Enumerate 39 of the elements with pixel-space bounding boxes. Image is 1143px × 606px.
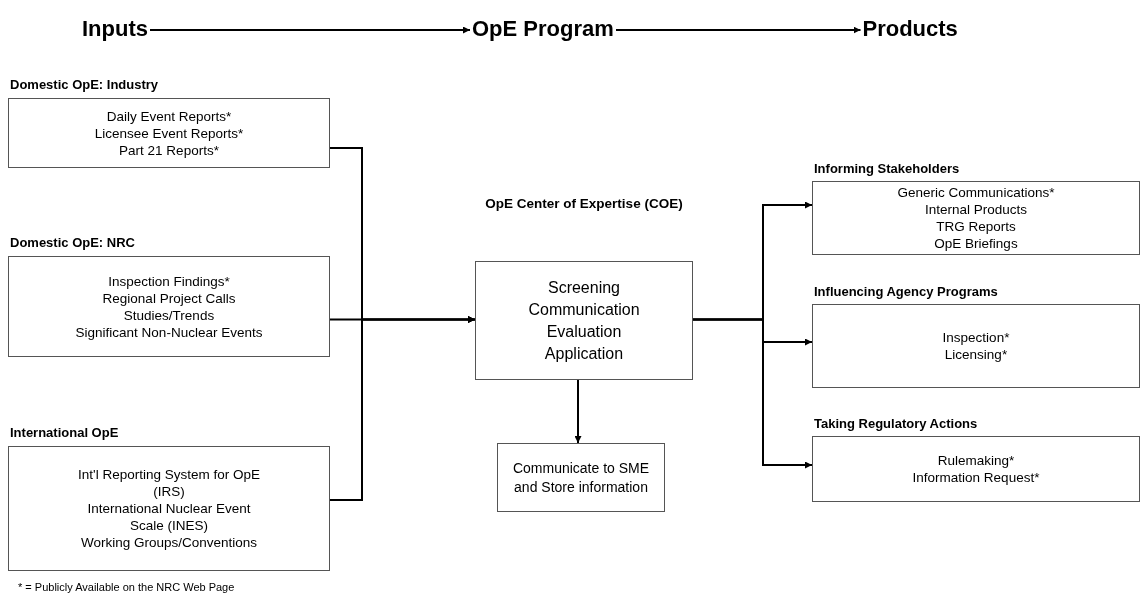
list-item: Inspection* <box>942 329 1010 346</box>
arrow <box>615 26 862 34</box>
list-item: TRG Reports <box>936 218 1016 235</box>
list-item: Screening <box>547 277 620 298</box>
list-item: Evaluation <box>546 321 622 342</box>
group-heading: Informing Stakeholders <box>814 161 960 176</box>
group-heading: International OpE <box>10 425 119 440</box>
arrow <box>329 316 476 501</box>
group-heading: Influencing Agency Programs <box>814 284 998 299</box>
list-item: Studies/Trends <box>123 306 215 324</box>
footnote: * = Publicly Available on the NRC Web Page <box>18 581 235 593</box>
list-item: Daily Event Reports* <box>106 107 232 125</box>
list-item: Working Groups/Conventions <box>80 534 258 551</box>
box-text: Communicate to SME and Store information <box>511 458 651 497</box>
list-item: Application <box>544 343 624 364</box>
list-item: Licensing* <box>944 346 1008 363</box>
list-item: Information Request* <box>912 469 1040 486</box>
arrow <box>574 379 582 444</box>
list-item: Significant Non-Nuclear Events <box>75 323 263 341</box>
list-item: Regional Project Calls <box>102 289 236 307</box>
list-item: Communication <box>528 299 640 320</box>
list-item: International Nuclear Event Scale (INES) <box>86 500 252 534</box>
column-heading: Products <box>862 16 958 42</box>
list-item: Internal Products <box>924 201 1028 218</box>
column-heading: Inputs <box>82 16 148 42</box>
arrow <box>692 318 813 469</box>
list-item: Licensee Event Reports* <box>94 124 244 142</box>
group-heading: OpE Center of Expertise (COE) <box>484 195 684 213</box>
group-heading: Domestic OpE: NRC <box>10 235 135 250</box>
list-item: Generic Communications* <box>897 184 1055 201</box>
list-item: Int'l Reporting System for OpE (IRS) <box>77 466 261 500</box>
list-item: Part 21 Reports* <box>119 141 219 159</box>
column-heading: OpE Program <box>472 16 614 42</box>
group-heading: Taking Regulatory Actions <box>814 416 978 431</box>
arrow <box>149 26 471 34</box>
list-item: Rulemaking* <box>937 452 1015 469</box>
list-item: OpE Briefings <box>934 235 1018 252</box>
group-heading: Domestic OpE: Industry <box>10 77 159 92</box>
list-item: Inspection Findings* <box>108 272 230 290</box>
